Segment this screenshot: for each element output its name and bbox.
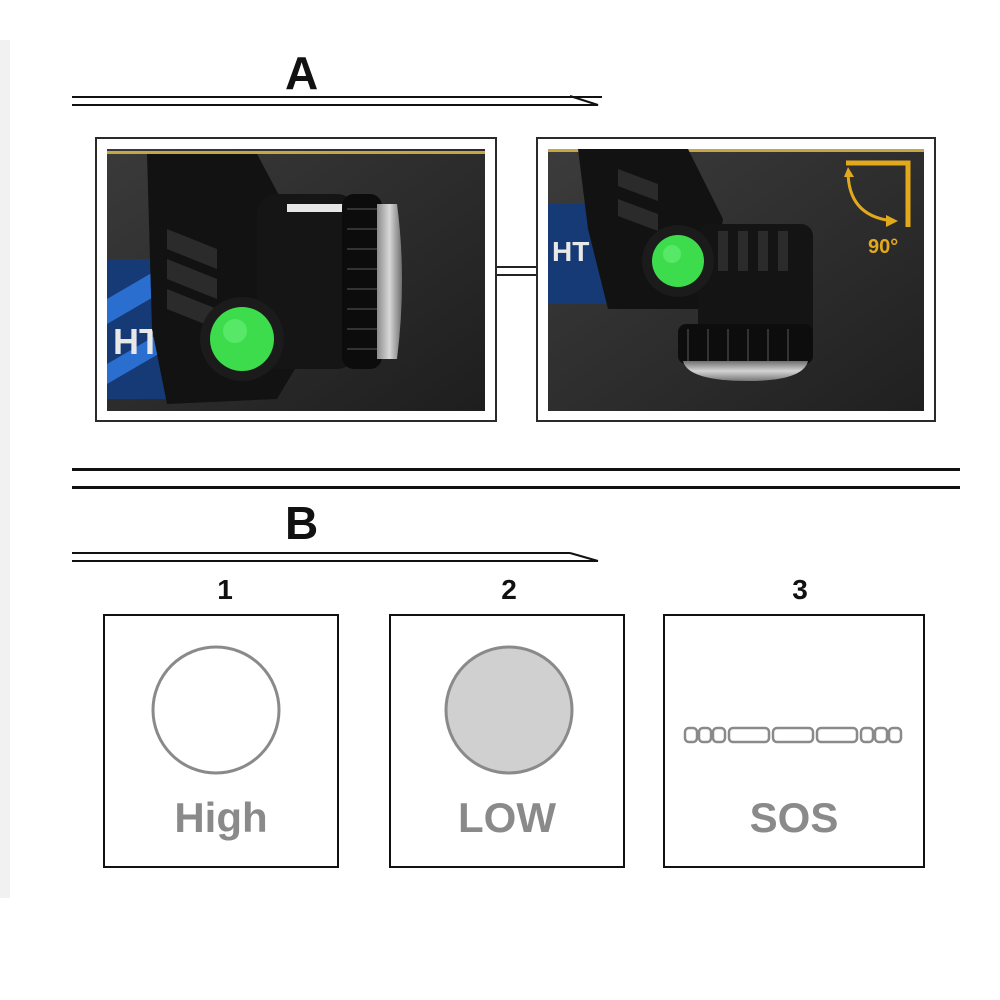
photo-connector-line [497,274,537,276]
svg-text:HT: HT [552,236,589,267]
photo-connector-line [497,266,537,268]
mode-2-number: 2 [501,574,517,605]
mode-sos-label: SOS [749,794,839,841]
headlamp-rotated-photo: HT 90° [536,137,936,422]
section-divider-top [72,468,960,471]
section-b-heading: B [285,497,319,549]
mode-1-number: 1 [217,574,233,605]
section-divider-bottom [72,486,960,489]
mode-3-number: 3 [792,574,808,605]
mode-low-card: LOW [389,614,625,868]
rotation-angle-icon [844,160,911,227]
rotation-angle-label: 90° [868,236,898,258]
headlamp-side-photo: HT [95,137,497,422]
section-a-heading: A [285,47,319,99]
sos-pattern-icon [683,726,903,744]
headlamp-side-illustration: HT [107,149,485,411]
section-a-arrow-rule [72,95,602,106]
headlamp-rotated-illustration: HT 90° [548,149,924,411]
circle-filled-icon [444,645,574,775]
mode-low-label: LOW [458,794,556,841]
section-b-arrow-rule [72,552,599,562]
circle-outline-icon [151,645,281,775]
mode-high-label: High [174,794,268,841]
left-edge-strip [0,40,10,898]
mode-high-card: High [103,614,339,868]
mode-sos-card: SOS [663,614,925,868]
